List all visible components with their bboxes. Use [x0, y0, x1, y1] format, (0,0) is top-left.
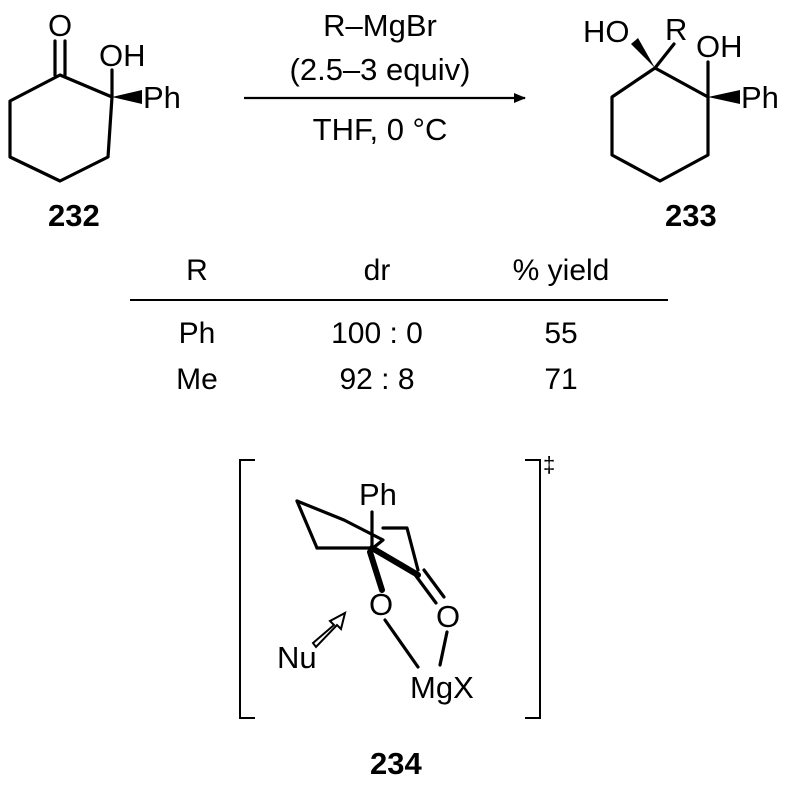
- wedge-bond-ho: [631, 38, 655, 68]
- hydroxyl-1-label: HO: [583, 14, 630, 49]
- hydroxyl-2-label: OH: [696, 29, 743, 64]
- table-cell-dr: 100 : 0: [331, 317, 423, 350]
- wedge-bond-ph: [708, 90, 740, 104]
- compound-label-233: 233: [665, 198, 717, 233]
- table-cell-r: Me: [176, 363, 218, 396]
- phenyl-label-233: Ph: [741, 80, 779, 115]
- table-cell-yield: 55: [544, 317, 577, 350]
- nucleophile-approach-arrow: [311, 611, 347, 649]
- right-bracket: [525, 459, 541, 719]
- ts-oxygen-2: O: [436, 599, 460, 634]
- r-group-label: R: [665, 12, 687, 47]
- table-cell-r: Ph: [179, 317, 216, 350]
- carbonyl-bond: [53, 39, 67, 77]
- starting-material-232: O OH Ph 232: [8, 8, 181, 233]
- hydroxyl-label: OH: [99, 38, 146, 73]
- magnesium-label: MgX: [410, 670, 474, 705]
- chair-front-bond: [369, 545, 421, 578]
- reagent-label: R–MgBr: [323, 8, 437, 43]
- chair-ring: [295, 499, 385, 550]
- alkoxide-bond: [367, 549, 385, 593]
- results-table: R dr % yield Ph 100 : 0 55 Me 92 : 8 71: [130, 254, 668, 396]
- carbonyl-oxygen: O: [48, 8, 72, 43]
- ts-phenyl-label: Ph: [359, 477, 397, 512]
- table-header-r: R: [186, 254, 208, 287]
- reaction-arrow-group: R–MgBr (2.5–3 equiv) THF, 0 °C: [244, 8, 526, 147]
- mg-bond-1: [383, 618, 420, 669]
- chair-left-edge: [295, 499, 319, 550]
- table-cell-dr: 92 : 8: [339, 363, 414, 396]
- conditions-label: THF, 0 °C: [313, 112, 448, 147]
- table-header-dr: dr: [364, 254, 391, 287]
- chair-back: [381, 526, 420, 572]
- ring-232: [8, 73, 114, 183]
- r-bond: [653, 42, 676, 70]
- transition-state-234: ‡ Ph O O MgX Nu 234: [239, 452, 555, 781]
- double-dagger: ‡: [543, 452, 555, 477]
- equiv-label: (2.5–3 equiv): [290, 52, 471, 87]
- ts-oxygen-1: O: [369, 587, 393, 622]
- table-cell-yield: 71: [544, 363, 577, 396]
- left-bracket: [239, 459, 255, 719]
- carbonyl-double-bond: [414, 568, 446, 605]
- compound-label-232: 232: [48, 198, 100, 233]
- ring-233: [610, 66, 710, 183]
- wedge-bond: [112, 90, 142, 104]
- compound-label-234: 234: [370, 746, 422, 781]
- mg-bond-2: [438, 630, 449, 667]
- table-header-yield: % yield: [513, 254, 610, 287]
- product-233: HO R OH Ph 233: [583, 12, 779, 233]
- nucleophile-label: Nu: [277, 640, 317, 675]
- phenyl-label: Ph: [143, 80, 181, 115]
